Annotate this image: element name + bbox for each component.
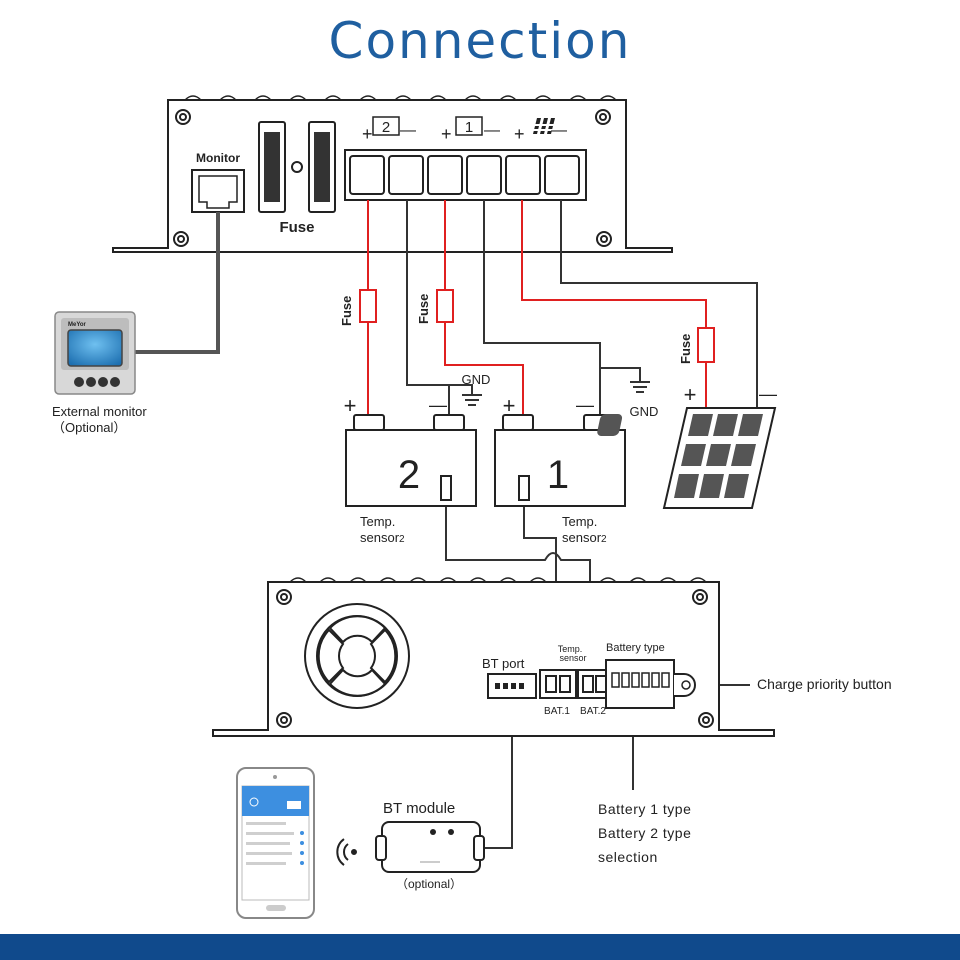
svg-text:+: + — [503, 393, 516, 418]
svg-text:+: + — [362, 124, 373, 144]
battery-number: 1 — [547, 453, 569, 497]
terminal-label-battery-1: + 1 — — [441, 116, 500, 144]
fuse-label: Fuse — [678, 334, 693, 364]
monitor-port-label: Monitor — [196, 151, 240, 165]
svg-text:1: 1 — [465, 119, 473, 136]
fuse-label: Fuse — [279, 219, 314, 236]
battery-type-selection-line2: Battery 2 type — [598, 825, 691, 841]
ground-icon — [462, 381, 650, 406]
gnd-label: GND — [462, 372, 491, 387]
svg-text:—: — — [551, 122, 567, 139]
bt-module-optional: （optional） — [396, 877, 462, 891]
battery-1: 1 — [494, 414, 626, 507]
solar-cells — [674, 414, 763, 498]
svg-text:sensor2: sensor2 — [562, 530, 607, 545]
controller-top: Monitor Fuse + 2 — + 1 — + — [112, 95, 673, 253]
svg-text:sensor2: sensor2 — [360, 530, 405, 545]
battery-2: 2 — [345, 414, 477, 507]
fuse-label: Fuse — [339, 296, 354, 326]
bt-module-label: BT module — [383, 800, 455, 817]
fan-vent-icon — [304, 603, 410, 709]
screw-icon — [276, 589, 714, 728]
bt-module — [375, 821, 485, 873]
svg-text:+: + — [684, 382, 697, 407]
svg-text:+: + — [514, 124, 525, 144]
charge-priority-label: Charge priority button — [757, 676, 892, 692]
bt-port-label: BT port — [482, 656, 525, 671]
svg-text:MeYor: MeYor — [68, 322, 87, 328]
temp-sensor-port — [539, 669, 611, 699]
svg-text:—: — — [484, 122, 500, 139]
external-monitor-optional: （Optional） — [52, 420, 126, 435]
temp-sensor-label: Temp. sensor2 Temp. sensor2 — [360, 514, 607, 545]
bat2-label: BAT.2 — [580, 706, 606, 717]
fuse-label: Fuse — [416, 294, 431, 324]
svg-text:—: — — [576, 395, 594, 415]
battery-type-dip-switch[interactable] — [605, 659, 675, 709]
terminal-label-battery-2: + 2 — — [362, 116, 416, 144]
external-monitor-caption: External monitor — [52, 404, 147, 419]
svg-text:+: + — [344, 393, 357, 418]
page-title: Connection — [328, 12, 632, 70]
footer-bar — [0, 934, 960, 960]
temp-sensor-probe — [440, 475, 530, 501]
charge-priority-button[interactable] — [674, 673, 696, 697]
screw-icon — [173, 109, 612, 247]
battery-type-selection-line3: selection — [598, 849, 658, 865]
svg-text:—: — — [400, 122, 416, 139]
battery-type-selection-line1: Battery 1 type — [598, 801, 691, 817]
temp-sensor-port-label: sensor — [559, 653, 586, 663]
svg-text:—: — — [759, 384, 777, 404]
solar-panel-icon — [533, 118, 555, 134]
svg-text:Temp.: Temp. — [360, 514, 395, 529]
external-monitor: MeYor — [54, 311, 136, 395]
gnd-label: GND — [630, 404, 659, 419]
inline-fuse — [359, 289, 715, 363]
temp-sensor-port-label: Temp. — [558, 644, 583, 654]
terminal-block — [344, 149, 587, 201]
bt-port — [487, 673, 537, 699]
svg-text:Temp.: Temp. — [562, 514, 597, 529]
battery-number: 2 — [398, 453, 420, 497]
polarity-labels: + — + — + — — [344, 382, 777, 418]
battery-type-label: Battery type — [606, 642, 665, 654]
controller-bottom: BT port Temp. sensor BAT.1 BAT.2 Battery… — [212, 577, 892, 737]
svg-text:+: + — [441, 124, 452, 144]
wireless-signal-icon — [336, 838, 357, 866]
svg-text:2: 2 — [382, 119, 390, 136]
smartphone — [236, 767, 315, 919]
svg-text:—: — — [429, 395, 447, 415]
monitor-port — [191, 169, 245, 213]
terminal-label-solar: + — — [514, 118, 567, 144]
fuse-holder — [258, 121, 336, 213]
bat1-label: BAT.1 — [544, 706, 570, 717]
